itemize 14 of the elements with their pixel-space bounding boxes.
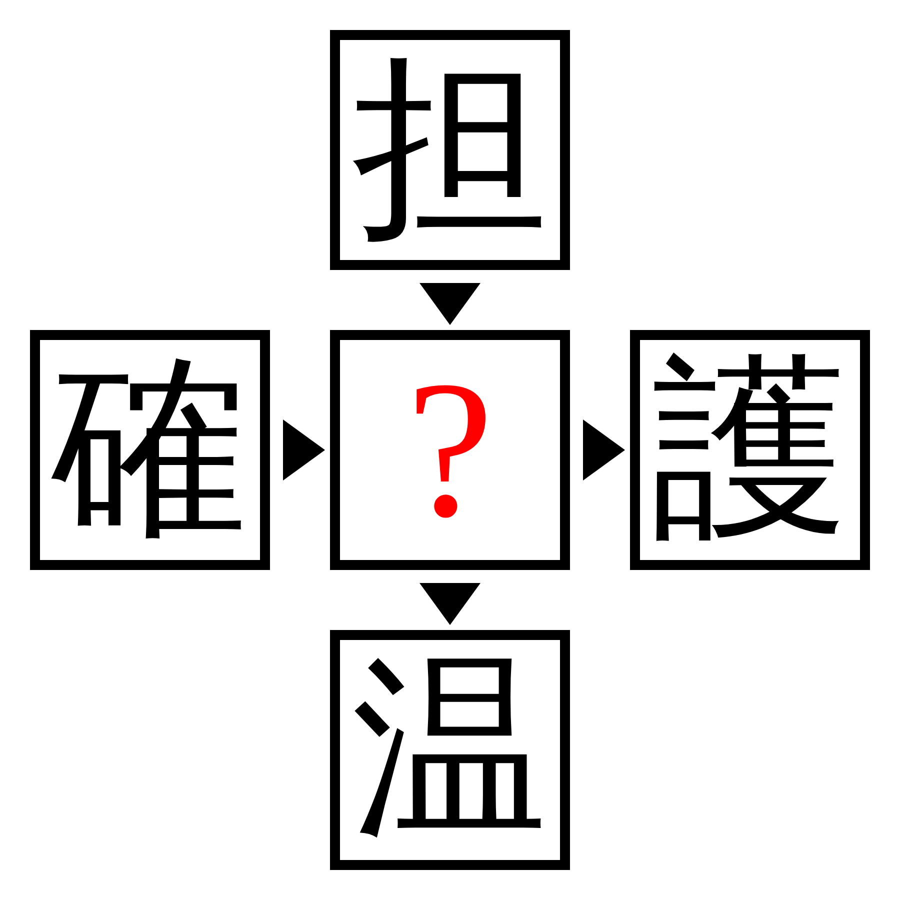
character-box (330, 30, 570, 270)
arrow (283, 420, 325, 480)
arrow (420, 583, 480, 625)
character-box (330, 330, 570, 570)
kanji-character: 護 (652, 352, 848, 548)
character-box (630, 330, 870, 570)
kanji-character: 確 (52, 352, 248, 548)
kanji-character: 担 (352, 52, 548, 248)
arrow (420, 283, 480, 325)
question-mark: ? (406, 352, 494, 548)
character-box (330, 630, 570, 870)
character-box (30, 330, 270, 570)
kanji-character: 温 (352, 652, 548, 848)
arrow (583, 420, 625, 480)
